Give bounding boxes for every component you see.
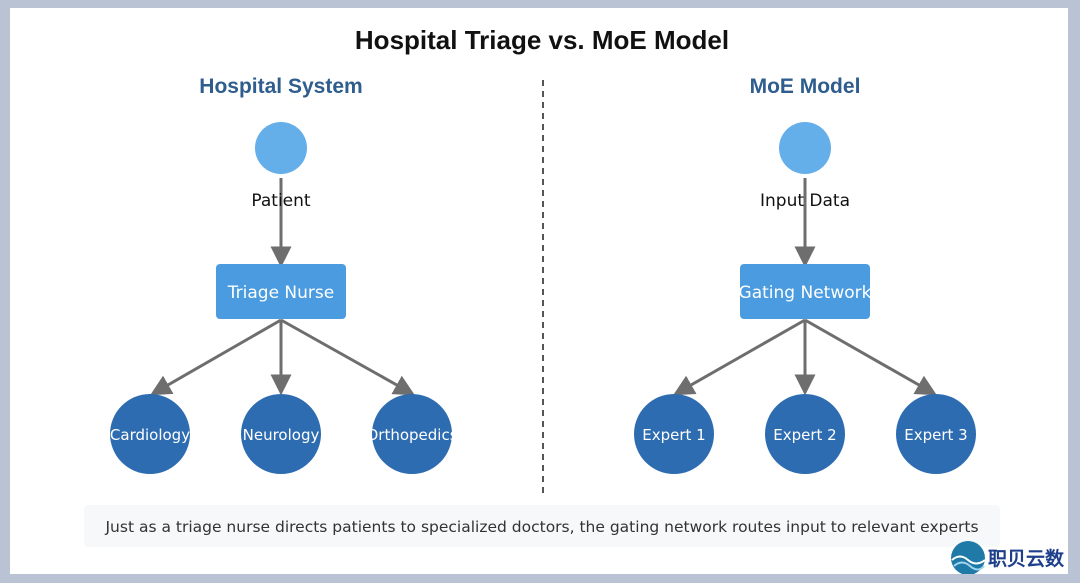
watermark-logo-icon <box>951 541 985 574</box>
neurology-label: Neurology <box>243 426 320 444</box>
triage-nurse-box <box>216 264 346 319</box>
orthopedics-label: Orthopedics <box>366 426 457 444</box>
expert-1-node <box>634 394 714 474</box>
cardiology-node <box>110 394 190 474</box>
patient-node <box>255 122 307 174</box>
watermark-text: 职贝云数 <box>988 547 1065 570</box>
hospital-heading: Hospital System <box>199 75 362 98</box>
expert-3-node <box>896 394 976 474</box>
caption-text: Just as a triage nurse directs patients … <box>104 518 978 536</box>
gating-network-box <box>740 264 870 319</box>
hospital-arrow-to-orthopedics <box>280 318 415 396</box>
moe-arrow-to-expert-1 <box>673 318 806 396</box>
expert-2-label: Expert 2 <box>773 426 836 444</box>
input-data-label: Input Data <box>760 191 850 211</box>
caption-box <box>84 505 1000 547</box>
moe-heading: MoE Model <box>750 75 861 98</box>
diagram-canvas: Hospital Triage vs. MoE Model Hospital S… <box>10 8 1068 574</box>
input-data-node <box>779 122 831 174</box>
expert-3-label: Expert 3 <box>904 426 967 444</box>
watermark-logo: 职贝云数 <box>951 541 1065 574</box>
orthopedics-node <box>372 394 452 474</box>
moe-arrow-to-expert-3 <box>804 318 937 396</box>
neurology-node <box>241 394 321 474</box>
cardiology-label: Cardiology <box>110 426 190 444</box>
hospital-arrow-to-cardiology <box>150 318 282 396</box>
diagram-svg: Hospital Triage vs. MoE Model Hospital S… <box>84 25 1065 574</box>
patient-label: Patient <box>251 191 311 211</box>
expert-2-node <box>765 394 845 474</box>
expert-1-label: Expert 1 <box>642 426 705 444</box>
diagram-title: Hospital Triage vs. MoE Model <box>355 25 729 55</box>
gating-network-label: Gating Network <box>739 283 872 303</box>
triage-nurse-label: Triage Nurse <box>227 283 334 303</box>
